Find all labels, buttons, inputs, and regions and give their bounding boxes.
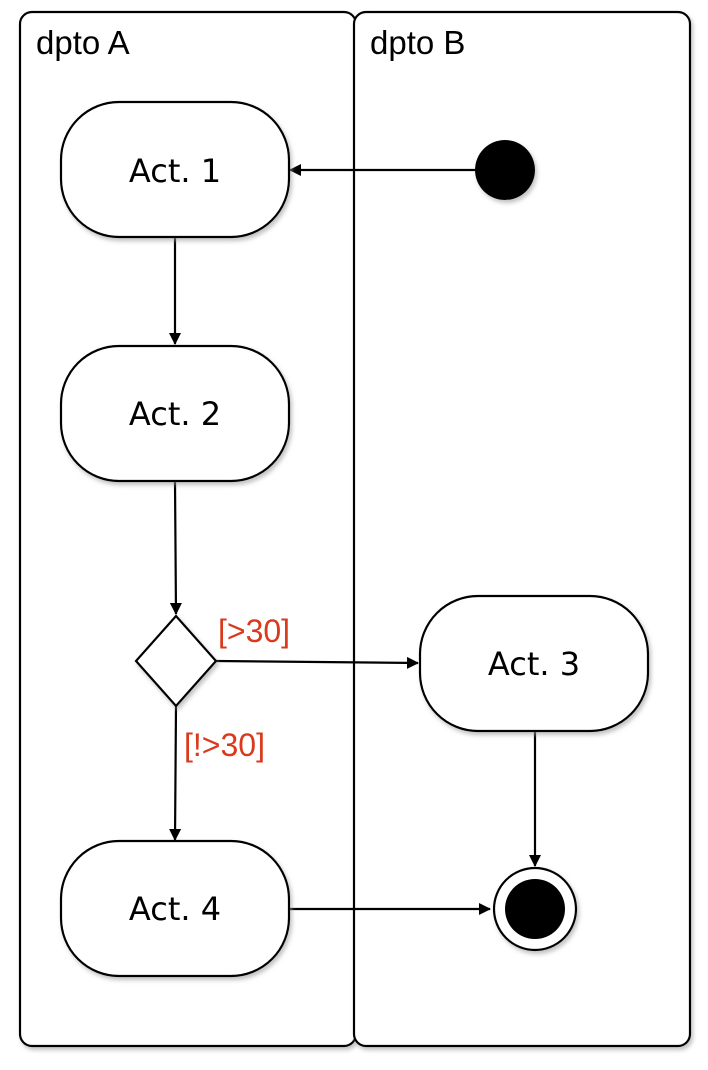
activity-act2-shape — [59, 344, 291, 483]
activity-act3-shape — [418, 594, 650, 733]
edges — [169, 164, 541, 915]
activity-act4-label: Act. 4 — [129, 890, 221, 928]
decision-node — [134, 614, 218, 708]
activity-act3-label: Act. 3 — [488, 645, 580, 683]
lane-a-title: dpto A — [36, 24, 130, 61]
final-node — [492, 866, 578, 952]
activity-act3: Act. 3 — [418, 594, 650, 733]
lane-b: dpto B — [352, 10, 692, 1048]
activity-act4-shape — [59, 839, 291, 978]
activity-act1-shape — [59, 100, 291, 239]
final-node-core — [505, 879, 565, 939]
edge-decision-to-act4 — [169, 705, 182, 841]
activity-act1: Act. 1 — [59, 100, 291, 239]
edge-decision-to-act3 — [215, 656, 419, 669]
activity-act1-label: Act. 1 — [129, 152, 221, 190]
lane-b-title: dpto B — [370, 24, 465, 61]
activity-act2: Act. 2 — [59, 344, 291, 483]
guard-greater-label: [>30] — [218, 613, 290, 649]
guard-not-greater-label: [!>30] — [184, 727, 265, 763]
edge-act2-to-decision — [169, 481, 182, 615]
initial-node — [475, 140, 535, 200]
activity-act2-label: Act. 2 — [129, 395, 221, 433]
activity-act4: Act. 4 — [59, 839, 291, 978]
lane-b-box — [352, 10, 692, 1048]
